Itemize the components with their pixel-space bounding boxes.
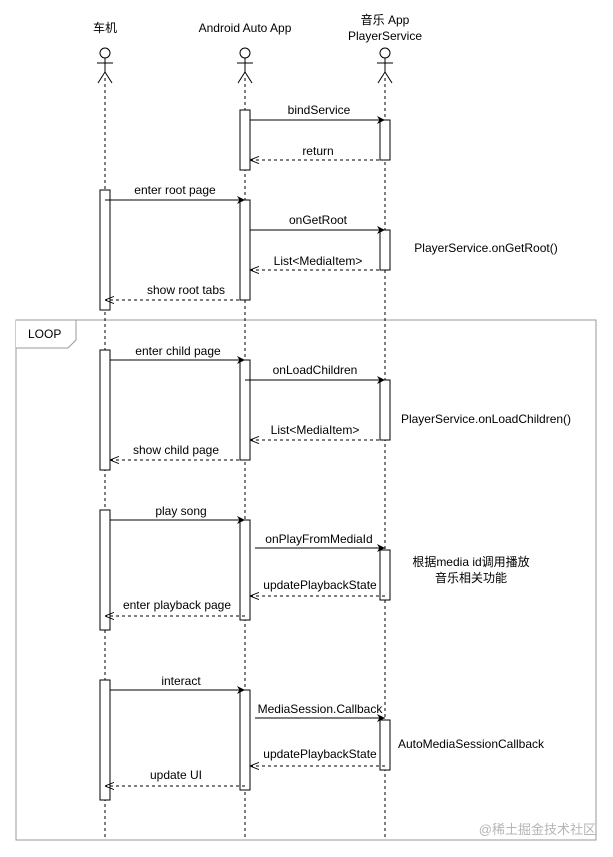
message-label: onGetRoot (289, 213, 348, 227)
message-list-mediaitem-1: List<MediaItem> (250, 254, 385, 270)
message-updateplaybackstate-2: updatePlaybackState (250, 747, 385, 766)
message-enter-root-page: enter root page (105, 183, 245, 204)
message-label: enter child page (135, 344, 221, 358)
note-text: PlayerService.onGetRoot() (414, 241, 557, 255)
activation-box (99, 189, 111, 311)
message-interact: interact (110, 674, 245, 694)
message-label: interact (161, 674, 201, 688)
message-label: bindService (288, 103, 351, 117)
activation-box (379, 119, 391, 161)
message-label: enter root page (134, 183, 216, 197)
note-ongetroot: PlayerService.onGetRoot() (414, 241, 557, 255)
actor-label: 音乐 App (361, 12, 410, 27)
activation-box (379, 549, 391, 601)
message-label: enter playback page (123, 598, 231, 612)
message-updateplaybackstate-1: updatePlaybackState (250, 578, 385, 596)
message-label: updatePlaybackState (263, 747, 377, 761)
note-text: PlayerService.onLoadChildren() (401, 412, 571, 426)
message-bindservice: bindService (250, 103, 385, 124)
message-enter-child-page: enter child page (110, 344, 245, 364)
message-label: show child page (133, 443, 219, 457)
activation-box (239, 689, 251, 791)
actor-stick-figure-icon (237, 47, 253, 84)
note-text: AutoMediaSessionCallback (398, 737, 545, 751)
note-text: 根据media id调用播放 (412, 554, 529, 569)
activation-box (99, 509, 111, 631)
activation-box (239, 109, 251, 171)
message-label: updatePlaybackState (263, 578, 377, 592)
loop-label: LOOP (28, 327, 61, 341)
message-ongetroot: onGetRoot (250, 213, 385, 234)
message-label: onPlayFromMediaId (265, 532, 372, 546)
actor-stick-figure-icon (97, 47, 113, 84)
actor-label: PlayerService (348, 29, 422, 43)
message-label: onLoadChildren (273, 363, 358, 377)
message-label: show root tabs (147, 283, 225, 297)
message-label: List<MediaItem> (274, 254, 363, 268)
message-return: return (250, 144, 385, 160)
note-onloadchildren: PlayerService.onLoadChildren() (401, 412, 571, 426)
note-text: 音乐相关功能 (435, 570, 507, 585)
activation-box (379, 379, 391, 441)
note-automediasession: AutoMediaSessionCallback (398, 737, 545, 751)
message-label: return (302, 144, 333, 158)
message-mediasession-callback: MediaSession.Callback (255, 702, 385, 722)
activation-box (99, 349, 111, 471)
message-show-root-tabs: show root tabs (105, 283, 245, 300)
message-label: play song (155, 504, 206, 518)
activation-box (99, 679, 111, 801)
message-onloadchildren: onLoadChildren (245, 363, 385, 384)
watermark: @稀土掘金技术社区 (479, 822, 596, 837)
actor-label: 车机 (93, 20, 117, 35)
message-label: update UI (150, 768, 202, 782)
message-enter-playback-page: enter playback page (105, 598, 245, 616)
message-onplayfrommediaid: onPlayFromMediaId (255, 532, 385, 552)
activation-box (239, 199, 251, 301)
actor-android-auto: Android Auto App (199, 21, 292, 84)
message-show-child-page: show child page (110, 443, 245, 460)
activation-box (239, 519, 251, 621)
activation-box (239, 359, 251, 461)
message-play-song: play song (110, 504, 245, 524)
activation-box (379, 229, 391, 271)
actor-label: Android Auto App (199, 21, 292, 35)
actor-stick-figure-icon (377, 47, 393, 84)
loop-frame (15, 319, 597, 841)
loop-tab (16, 319, 77, 349)
message-list-mediaitem-2: List<MediaItem> (250, 423, 385, 440)
activation-box (379, 719, 391, 771)
actor-car: 车机 (93, 20, 117, 84)
message-update-ui: update UI (105, 768, 245, 786)
message-label: List<MediaItem> (271, 423, 360, 437)
message-label: MediaSession.Callback (258, 702, 384, 716)
